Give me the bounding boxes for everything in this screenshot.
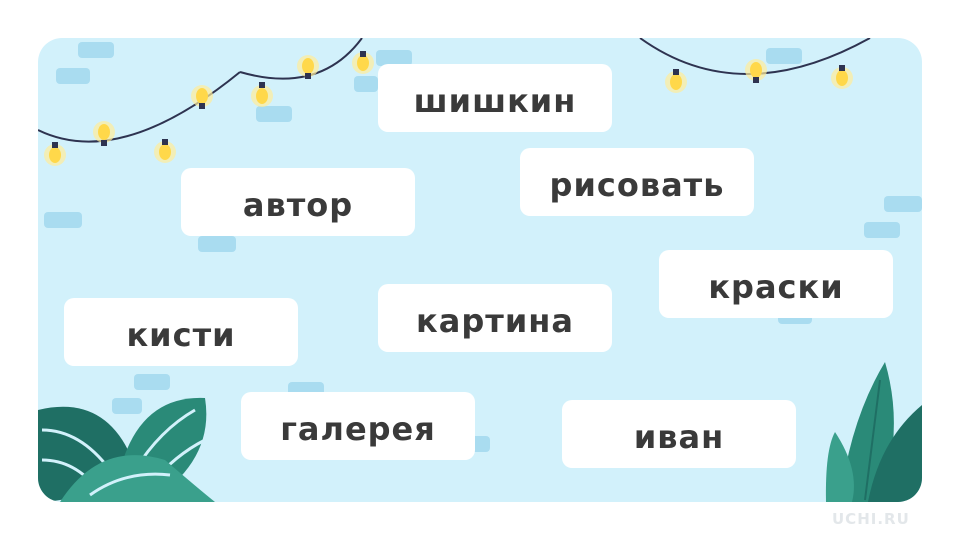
wall-brick — [864, 222, 900, 238]
word-card-kraski[interactable]: краски — [659, 250, 893, 318]
garland-wire — [38, 71, 241, 143]
word-card-galereya[interactable]: галерея — [241, 392, 475, 460]
uchi-logo: UCHI.RU — [832, 510, 910, 528]
bulb-icon — [665, 69, 687, 93]
wall-brick — [56, 68, 90, 84]
wall-brick — [766, 48, 802, 64]
word-card-shishkin[interactable]: шишкин — [378, 64, 612, 132]
wall-brick — [376, 50, 412, 66]
wall-brick — [134, 374, 170, 390]
bulb-icon — [831, 65, 853, 89]
word-card-risovat[interactable]: рисовать — [520, 148, 754, 216]
bulb-icon — [297, 55, 319, 79]
wall-brick — [256, 106, 292, 122]
word-card-avtor[interactable]: автор — [181, 168, 415, 236]
wall-brick — [354, 76, 378, 92]
word-card-kartina[interactable]: картина — [378, 284, 612, 352]
wall-brick — [112, 398, 142, 414]
wall-brick — [78, 42, 114, 58]
bulb-icon — [745, 59, 767, 83]
bulb-icon — [352, 51, 374, 74]
word-card-kisti[interactable]: кисти — [64, 298, 298, 366]
wall-brick — [198, 236, 236, 252]
word-card-ivan[interactable]: иван — [562, 400, 796, 468]
bulb-icon — [251, 82, 273, 107]
wall-brick — [884, 196, 922, 212]
bulb-icon — [44, 142, 66, 166]
bulb-icon — [154, 139, 176, 163]
wall-brick — [44, 212, 82, 228]
bulb-icon — [93, 121, 115, 146]
leaf-icon — [60, 455, 215, 502]
leaf-icon — [868, 405, 922, 502]
leaf-icon — [825, 432, 854, 502]
bulb-icon — [191, 85, 213, 109]
